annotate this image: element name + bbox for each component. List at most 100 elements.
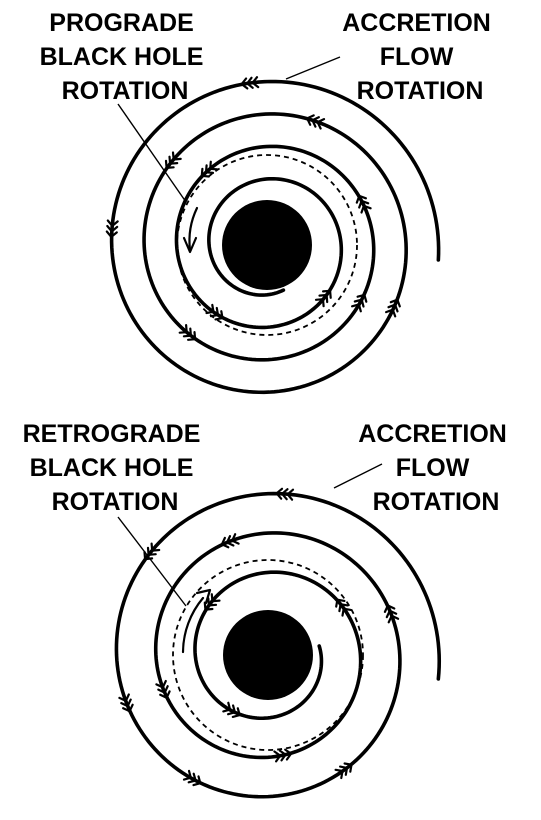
retrograde-flow-label: ACCRETION FLOW ROTATION	[358, 420, 514, 516]
flow-chevron	[339, 765, 349, 776]
prograde-label: PROGRADE BLACK HOLE ROTATION	[40, 9, 211, 105]
flow-chevron	[214, 310, 224, 321]
prograde-label-line-3: ROTATION	[62, 77, 189, 105]
ergosphere-dashed-circle	[176, 154, 358, 336]
flow-chevron	[105, 230, 118, 238]
flow-chevron	[205, 303, 215, 315]
prograde-flow-label-line-1: ACCRETION	[342, 9, 491, 37]
retrograde-flow-label-line-3: ROTATION	[373, 488, 500, 516]
prograde-label-line-2: BLACK HOLE	[40, 43, 204, 71]
accretion-spiral	[114, 491, 442, 799]
flow-chevron	[284, 748, 293, 761]
flow-chevron	[278, 749, 287, 762]
flow-chevron	[146, 546, 157, 556]
flow-chevron	[358, 199, 370, 209]
black-hole	[223, 610, 313, 700]
prograde-flow-leader	[285, 56, 341, 80]
flow-chevron	[171, 151, 182, 161]
flow-chevron	[118, 693, 130, 702]
retrograde-flow-label-line-2: FLOW	[396, 454, 470, 482]
flow-chevron	[159, 690, 171, 699]
flow-chevron	[187, 772, 197, 784]
flow-chevron	[182, 327, 192, 338]
flow-chevron	[150, 542, 161, 552]
black-hole-rotation-arrow	[188, 206, 199, 252]
flow-chevron	[209, 160, 219, 171]
retrograde-label: RETROGRADE BLACK HOLE ROTATION	[23, 420, 208, 516]
flow-direction-chevrons	[105, 76, 401, 341]
black-hole-rotation-arrowhead	[182, 236, 198, 254]
flow-chevron	[122, 703, 134, 713]
flow-chevron	[275, 487, 284, 500]
flow-chevron	[311, 116, 320, 128]
flow-chevron	[192, 775, 202, 787]
flow-chevron	[385, 308, 397, 318]
flow-chevron	[143, 550, 154, 561]
flow-chevron	[203, 601, 214, 611]
flow-chevron	[227, 704, 236, 716]
ergosphere-dashed-circle	[172, 559, 364, 751]
flow-chevron	[155, 679, 167, 689]
flow-chevron	[318, 293, 329, 304]
flow-chevron	[343, 762, 353, 773]
flow-chevron	[387, 614, 400, 624]
flow-chevron	[210, 593, 221, 603]
flow-chevron	[207, 597, 218, 607]
flow-chevron	[187, 331, 197, 341]
flow-chevron	[281, 488, 289, 501]
flow-chevron	[389, 298, 401, 308]
prograde-panel: PROGRADE BLACK HOLE ROTATION ACCRETION F…	[40, 9, 498, 395]
retrograde-panel: RETROGRADE BLACK HOLE ROTATION ACCRETION…	[23, 420, 514, 799]
flow-chevron	[106, 224, 119, 233]
flow-chevron	[355, 194, 367, 204]
retrograde-label-leader	[117, 516, 187, 607]
flow-chevron	[385, 609, 398, 619]
black-hole	[222, 200, 312, 290]
flow-chevron	[351, 303, 362, 313]
flow-chevron	[220, 536, 230, 549]
flow-chevron	[178, 324, 188, 334]
prograde-label-line-1: PROGRADE	[49, 9, 193, 37]
retrograde-label-line-2: BLACK HOLE	[30, 454, 194, 482]
flow-chevron	[157, 685, 169, 694]
prograde-label-leader	[117, 103, 187, 203]
flow-chevron	[306, 114, 315, 126]
flow-chevron	[383, 604, 396, 613]
black-hole-rotation-arrow	[181, 596, 205, 654]
flow-chevron	[204, 164, 215, 174]
flow-chevron	[225, 535, 235, 547]
flow-chevron	[164, 159, 175, 169]
flow-chevron	[341, 607, 352, 617]
retrograde-label-line-1: RETROGRADE	[23, 420, 201, 448]
flow-chevron	[182, 769, 192, 781]
flow-chevron	[251, 76, 260, 89]
accretion-spiral	[109, 79, 441, 395]
flow-chevron	[334, 768, 344, 780]
flow-chevron	[240, 77, 249, 90]
flow-chevron	[335, 598, 346, 608]
prograde-flow-label-line-3: ROTATION	[357, 77, 484, 105]
flow-chevron	[200, 167, 210, 178]
flow-chevron	[322, 289, 332, 299]
flow-chevron	[338, 603, 349, 613]
flow-chevron	[231, 707, 241, 718]
flow-chevron	[120, 698, 132, 708]
retrograde-flow-label-line-1: ACCRETION	[358, 420, 507, 448]
flow-chevron	[356, 293, 368, 303]
retrograde-label-line-3: ROTATION	[52, 488, 179, 516]
flow-chevron	[286, 488, 295, 501]
flow-chevron	[314, 298, 325, 308]
flow-direction-chevrons	[118, 487, 400, 787]
flow-chevron	[106, 219, 119, 227]
flow-chevron	[168, 155, 179, 165]
prograde-flow-label-line-2: FLOW	[380, 43, 454, 71]
flow-chevron	[209, 306, 220, 318]
flow-chevron	[316, 118, 326, 130]
flow-chevron	[387, 303, 399, 313]
flow-chevron	[353, 298, 365, 308]
flow-chevron	[246, 76, 254, 89]
flow-chevron	[222, 701, 232, 713]
retrograde-flow-leader	[333, 463, 383, 489]
prograde-flow-label: ACCRETION FLOW ROTATION	[342, 9, 498, 105]
